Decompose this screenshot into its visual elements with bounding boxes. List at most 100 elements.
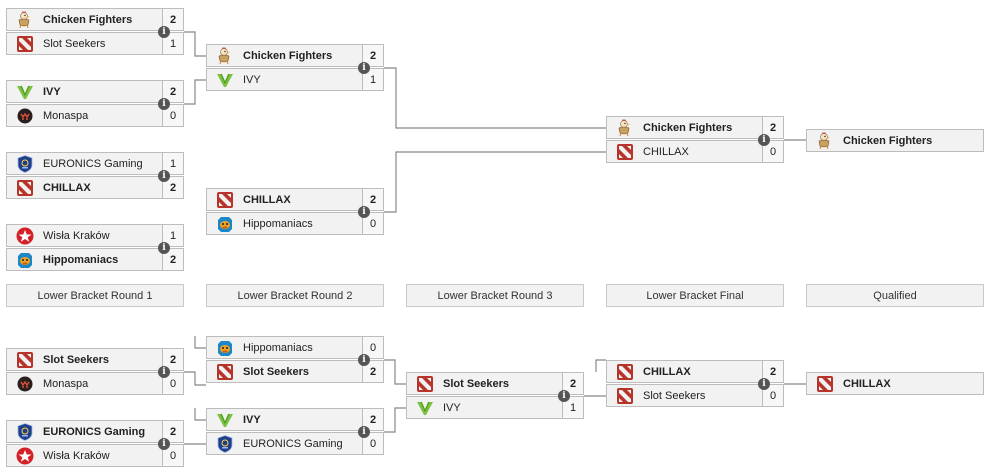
connector-line bbox=[194, 336, 206, 349]
team-name: Wisła Kraków bbox=[43, 229, 110, 242]
team-row[interactable]: Chicken Fighters 2 bbox=[606, 116, 784, 139]
team-name: IVY bbox=[243, 413, 261, 426]
match-info-icon[interactable]: i bbox=[758, 378, 770, 390]
connector-line bbox=[184, 79, 206, 105]
match-info-icon[interactable]: i bbox=[558, 390, 570, 402]
team-name: EURONICS Gaming bbox=[243, 437, 343, 450]
team-score: 0 bbox=[162, 105, 183, 126]
team-row[interactable]: Slot Seekers 2 bbox=[206, 360, 384, 383]
hippo-logo bbox=[7, 249, 43, 270]
match-info-icon[interactable]: i bbox=[158, 242, 170, 254]
team-name: Chicken Fighters bbox=[843, 134, 933, 147]
team-row[interactable]: Chicken Fighters 2 bbox=[206, 44, 384, 67]
connector-line bbox=[184, 371, 206, 386]
ivy-logo bbox=[407, 397, 443, 418]
team-score: 2 bbox=[162, 9, 183, 30]
team-score: 2 bbox=[162, 249, 183, 270]
qualified-team-lower[interactable]: CHILLAX bbox=[806, 372, 984, 395]
hippo-logo bbox=[207, 337, 243, 358]
team-name: Chicken Fighters bbox=[243, 49, 333, 62]
team-row[interactable]: IVY 1 bbox=[206, 68, 384, 91]
match-info-icon[interactable]: i bbox=[358, 206, 370, 218]
match-info-icon[interactable]: i bbox=[158, 170, 170, 182]
team-row[interactable]: Wisła Kraków 1 bbox=[6, 224, 184, 247]
connector-line bbox=[384, 359, 406, 385]
hippo-logo bbox=[207, 213, 243, 234]
team-name: IVY bbox=[243, 73, 261, 86]
round-label-lb-final: Lower Bracket Final bbox=[606, 284, 784, 307]
euronics-logo bbox=[7, 421, 43, 442]
team-score: 2 bbox=[362, 45, 383, 66]
team-row[interactable]: IVY 2 bbox=[206, 408, 384, 431]
team-score: 0 bbox=[162, 445, 183, 466]
qualified-team-upper[interactable]: Chicken Fighters bbox=[806, 129, 984, 152]
team-row[interactable]: EURONICS Gaming 2 bbox=[6, 420, 184, 443]
match-info-icon[interactable]: i bbox=[158, 98, 170, 110]
team-name: IVY bbox=[443, 401, 461, 414]
team-score: 2 bbox=[762, 117, 783, 138]
team-score: 2 bbox=[162, 421, 183, 442]
team-score: 2 bbox=[362, 361, 383, 382]
team-row[interactable]: EURONICS Gaming 0 bbox=[206, 432, 384, 455]
team-name: EURONICS Gaming bbox=[43, 425, 146, 438]
team-score: 0 bbox=[362, 433, 383, 454]
connector-line bbox=[184, 31, 206, 57]
team-score: 2 bbox=[162, 177, 183, 198]
connector-line bbox=[194, 408, 206, 421]
match-info-icon[interactable]: i bbox=[358, 354, 370, 366]
match-info-icon[interactable]: i bbox=[158, 438, 170, 450]
dota-logo bbox=[607, 141, 643, 162]
team-score: 2 bbox=[362, 409, 383, 430]
team-name: Chicken Fighters bbox=[643, 121, 733, 134]
match-info-icon[interactable]: i bbox=[358, 62, 370, 74]
match-info-icon[interactable]: i bbox=[758, 134, 770, 146]
team-row[interactable]: CHILLAX 2 bbox=[6, 176, 184, 199]
team-score: 1 bbox=[162, 153, 183, 174]
team-score: 2 bbox=[762, 361, 783, 382]
match-info-icon[interactable]: i bbox=[358, 426, 370, 438]
team-name: Monaspa bbox=[43, 377, 89, 390]
team-name: CHILLAX bbox=[43, 181, 91, 194]
match-info-icon[interactable]: i bbox=[158, 26, 170, 38]
team-score: 1 bbox=[162, 225, 183, 246]
team-score: 2 bbox=[362, 189, 383, 210]
euronics-logo bbox=[7, 153, 43, 174]
ivy-logo bbox=[207, 409, 243, 430]
team-score: 1 bbox=[362, 69, 383, 90]
team-score: 2 bbox=[162, 349, 183, 370]
team-name: CHILLAX bbox=[843, 377, 891, 390]
ivy-logo bbox=[207, 69, 243, 90]
team-name: Slot Seekers bbox=[243, 365, 310, 378]
match-info-icon[interactable]: i bbox=[158, 366, 170, 378]
